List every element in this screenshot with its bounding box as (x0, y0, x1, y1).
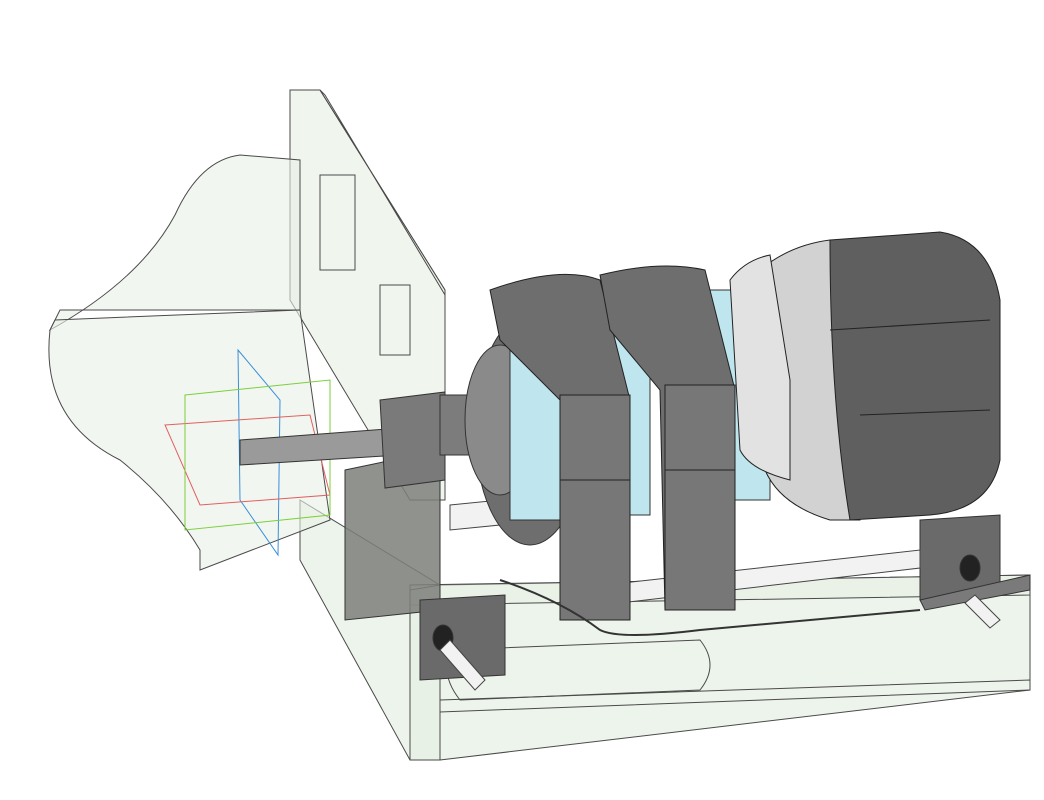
reference-planes (164, 348, 331, 557)
motor[interactable] (729, 231, 1001, 521)
guide-rods[interactable] (439, 499, 1001, 691)
cable (499, 579, 921, 636)
support-blocks[interactable] (344, 449, 1031, 681)
curved-scoop[interactable] (48, 154, 331, 571)
clamps[interactable] (489, 265, 736, 621)
